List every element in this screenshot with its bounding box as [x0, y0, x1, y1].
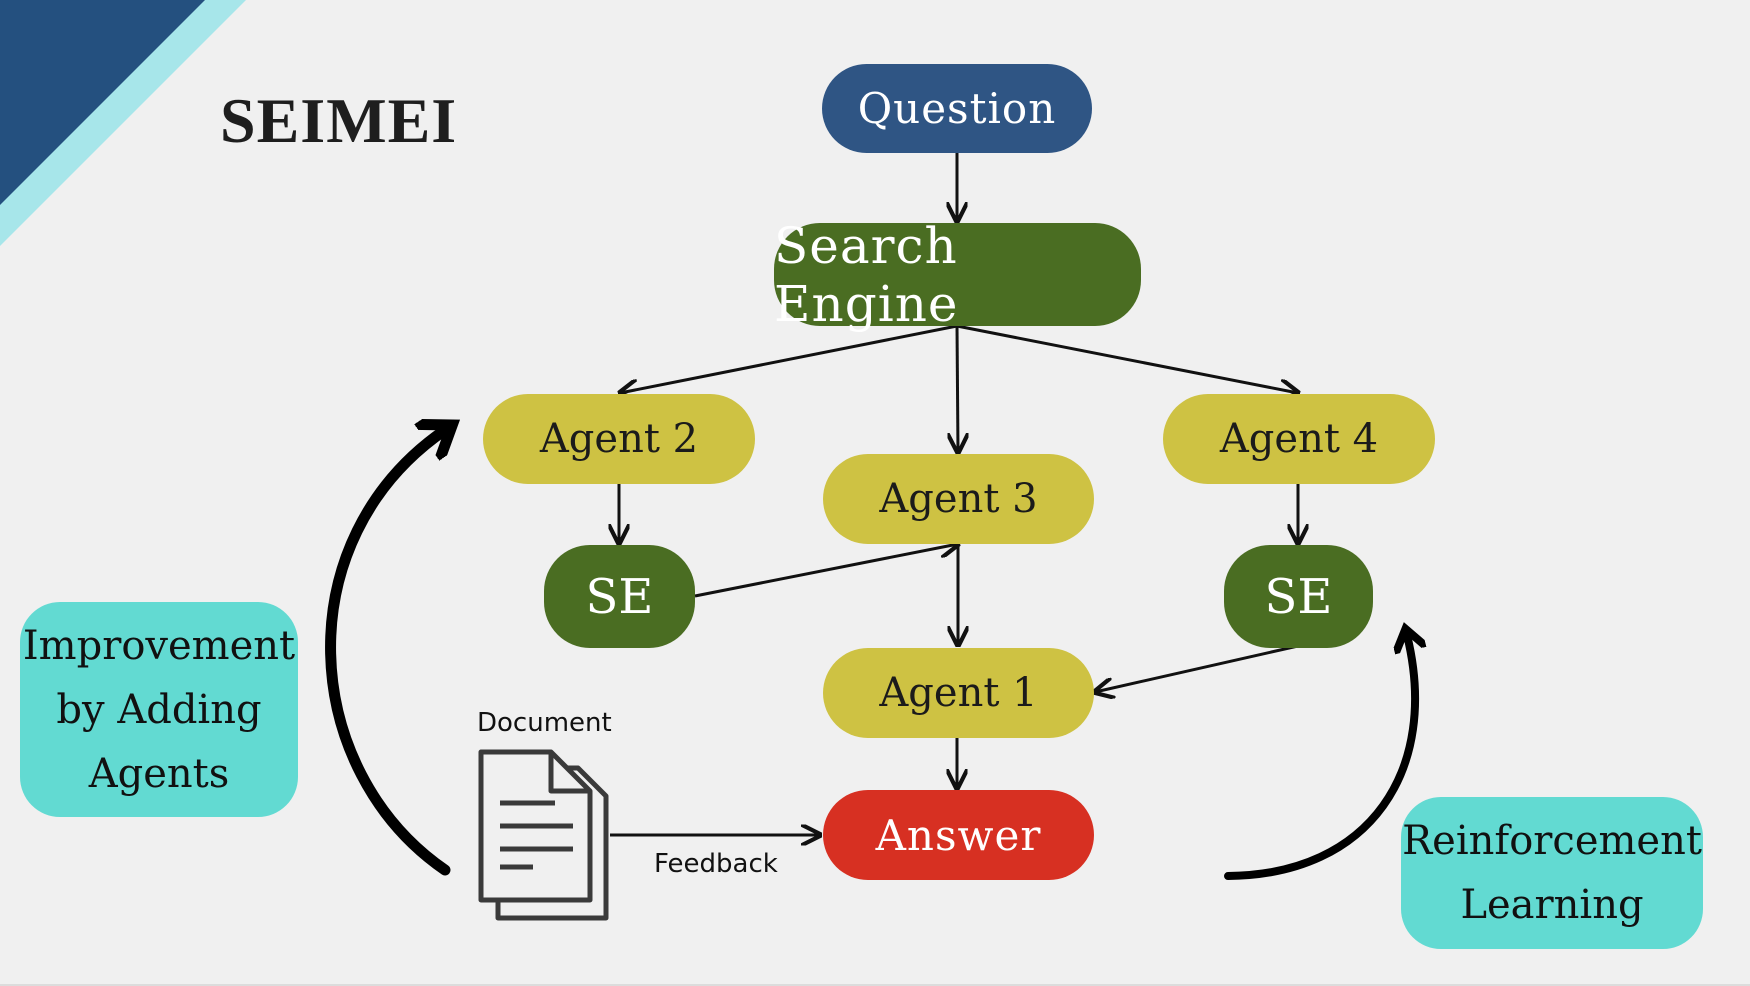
reinforcement-learning-box: Reinforcement Learning [1401, 797, 1703, 949]
question-node: Question [822, 64, 1092, 153]
search-engine-node: Search Engine [774, 217, 1141, 333]
edge-se-agent3 [694, 544, 958, 598]
edge-search-agent3 [957, 325, 958, 452]
edge-search-agent2 [620, 324, 958, 393]
page-title: SEIMEI [220, 85, 458, 156]
answer-node: Answer [823, 790, 1094, 880]
agent1-node: Agent 1 [823, 648, 1094, 738]
agent2-node: Agent 2 [483, 394, 755, 484]
se-right-node: SE [1224, 545, 1373, 648]
improvement-curved-arrow [325, 430, 445, 876]
agent4-node: Agent 4 [1163, 394, 1435, 484]
feedback-label: Feedback [654, 849, 778, 879]
improvement-line-2: by Adding [56, 686, 262, 733]
reinforcement-line-1: Reinforcement [1402, 818, 1702, 864]
improvement-line-1: Improvement [22, 622, 296, 669]
improvement-line-3: Agents [88, 750, 230, 797]
edge-se-agent1 [1095, 644, 1299, 692]
agent3-node: Agent 3 [823, 454, 1094, 544]
reinforcement-curved-arrow [1224, 635, 1415, 880]
reinforcement-line-2: Learning [1460, 882, 1644, 928]
se-left-node: SE [544, 545, 695, 648]
document-icon [478, 749, 609, 921]
document-label: Document [477, 708, 612, 738]
edge-search-agent4 [956, 324, 1298, 393]
improvement-box: Improvement by Adding Agents [20, 602, 298, 817]
bottom-divider [0, 984, 1750, 986]
corner-decoration [0, 0, 246, 246]
